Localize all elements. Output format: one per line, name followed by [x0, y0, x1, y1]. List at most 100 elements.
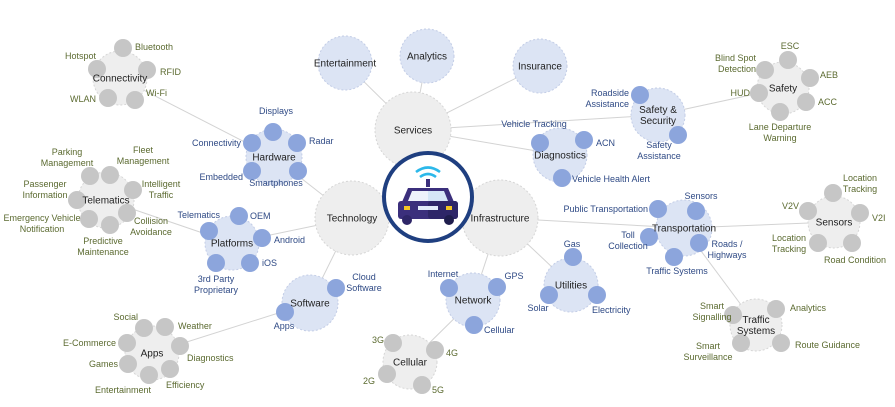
item-node[interactable]	[575, 131, 593, 149]
item-node[interactable]	[488, 278, 506, 296]
cluster-software[interactable]	[276, 274, 345, 332]
item-node[interactable]	[207, 254, 225, 272]
item-node[interactable]	[101, 216, 119, 234]
item-node[interactable]	[809, 234, 827, 252]
item-label: Connectivity	[192, 138, 242, 148]
item-node[interactable]	[378, 365, 396, 383]
item-node[interactable]	[253, 229, 271, 247]
hub-utilities[interactable]	[543, 257, 599, 313]
item-node[interactable]	[631, 86, 649, 104]
cluster-insurance[interactable]	[512, 38, 568, 94]
item-node[interactable]	[851, 204, 869, 222]
item-node[interactable]	[135, 319, 153, 337]
item-node[interactable]	[119, 355, 137, 373]
item-node[interactable]	[171, 337, 189, 355]
cluster-utilities[interactable]	[540, 248, 606, 313]
hub-insurance[interactable]	[512, 38, 568, 94]
item-node[interactable]	[531, 134, 549, 152]
item-node[interactable]	[564, 248, 582, 266]
item-node[interactable]	[126, 91, 144, 109]
item-node[interactable]	[801, 69, 819, 87]
item-node[interactable]	[687, 202, 705, 220]
item-node[interactable]	[665, 248, 683, 266]
item-node[interactable]	[80, 210, 98, 228]
cluster-infrastructure[interactable]	[461, 179, 539, 257]
item-node[interactable]	[99, 89, 117, 107]
cluster-hardware[interactable]	[243, 123, 307, 186]
item-node[interactable]	[553, 169, 571, 187]
item-node[interactable]	[118, 204, 136, 222]
item-node[interactable]	[243, 134, 261, 152]
cluster-traffic[interactable]	[724, 298, 790, 352]
item-node[interactable]	[465, 316, 483, 334]
item-node[interactable]	[68, 191, 86, 209]
cluster-network[interactable]	[440, 272, 506, 334]
item-node[interactable]	[779, 51, 797, 69]
item-node[interactable]	[797, 93, 815, 111]
item-node[interactable]	[241, 254, 259, 272]
hub-services[interactable]	[374, 91, 452, 169]
item-node[interactable]	[824, 184, 842, 202]
item-node[interactable]	[114, 39, 132, 57]
item-node[interactable]	[264, 123, 282, 141]
item-node[interactable]	[750, 84, 768, 102]
hub-analytics[interactable]	[399, 28, 455, 84]
item-node[interactable]	[772, 334, 790, 352]
cluster-platforms[interactable]	[200, 207, 271, 272]
item-node[interactable]	[771, 103, 789, 121]
cluster-services[interactable]	[374, 91, 452, 169]
item-node[interactable]	[756, 61, 774, 79]
cluster-safety[interactable]	[750, 51, 819, 121]
item-node[interactable]	[588, 286, 606, 304]
cluster-transportation[interactable]	[640, 199, 713, 266]
hub-label: Network	[455, 296, 493, 307]
cluster-connectivity[interactable]	[88, 39, 156, 109]
hub-entertainment[interactable]	[317, 35, 373, 91]
hub-software[interactable]	[281, 274, 339, 332]
item-node[interactable]	[124, 181, 142, 199]
cluster-telematics[interactable]	[68, 166, 142, 234]
item-label: Notification	[20, 224, 65, 234]
hub-infrastructure[interactable]	[461, 179, 539, 257]
item-node[interactable]	[767, 300, 785, 318]
item-node[interactable]	[161, 360, 179, 378]
item-node[interactable]	[243, 162, 261, 180]
item-label: Games	[89, 359, 119, 369]
item-node[interactable]	[118, 334, 136, 352]
item-node[interactable]	[200, 222, 218, 240]
item-node[interactable]	[843, 234, 861, 252]
item-node[interactable]	[81, 167, 99, 185]
item-node[interactable]	[799, 202, 817, 220]
item-node[interactable]	[690, 234, 708, 252]
item-node[interactable]	[289, 162, 307, 180]
item-node[interactable]	[288, 134, 306, 152]
item-node[interactable]	[649, 200, 667, 218]
item-node[interactable]	[101, 166, 119, 184]
cluster-sensors[interactable]	[799, 184, 869, 252]
cluster-apps[interactable]	[118, 318, 189, 384]
item-node[interactable]	[669, 126, 687, 144]
item-node[interactable]	[88, 60, 106, 78]
item-node[interactable]	[724, 306, 742, 324]
item-node[interactable]	[140, 366, 158, 384]
item-node[interactable]	[640, 228, 658, 246]
item-node[interactable]	[156, 318, 174, 336]
item-node[interactable]	[276, 303, 294, 321]
item-node[interactable]	[413, 376, 431, 394]
cluster-analytics[interactable]	[399, 28, 455, 84]
item-node[interactable]	[384, 334, 402, 352]
item-node[interactable]	[426, 341, 444, 359]
item-node[interactable]	[138, 61, 156, 79]
cluster-cellular[interactable]	[378, 334, 444, 394]
cluster-safetysec[interactable]	[630, 86, 687, 144]
cluster-entertainment[interactable]	[317, 35, 373, 91]
item-node[interactable]	[732, 334, 750, 352]
item-node[interactable]	[230, 207, 248, 225]
item-node[interactable]	[327, 279, 345, 297]
item-node[interactable]	[540, 286, 558, 304]
cluster-diagnostics[interactable]	[531, 127, 593, 187]
hub-network[interactable]	[445, 272, 501, 328]
item-node[interactable]	[440, 279, 458, 297]
